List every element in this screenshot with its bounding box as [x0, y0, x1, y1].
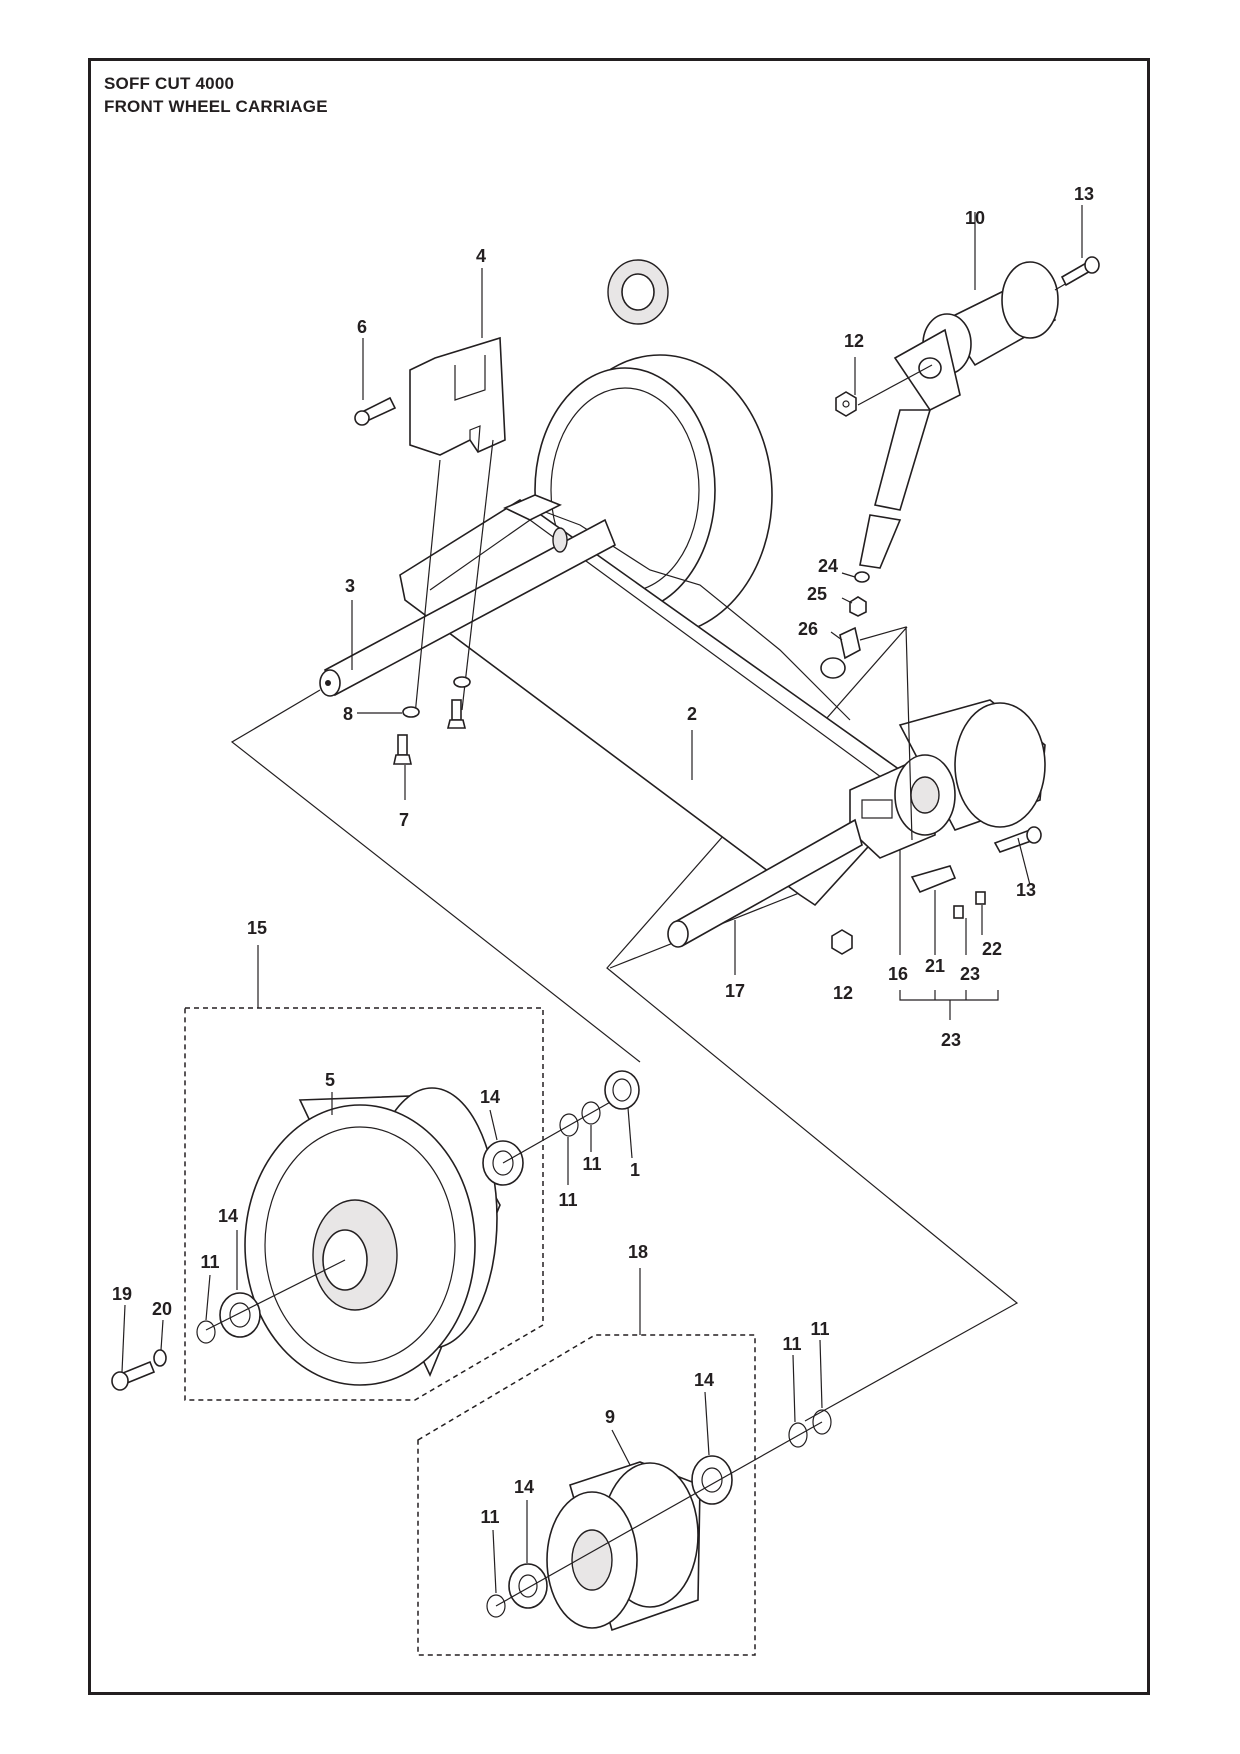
- leader-4-a: [414, 459, 441, 716]
- bearing-14-kit18-bottom: [508, 1563, 548, 1609]
- drawing-frame: [88, 58, 1150, 1695]
- callout-25: 25: [807, 584, 827, 604]
- axle-3: [319, 518, 617, 697]
- callout-26: 26: [798, 619, 818, 639]
- callout-23-group: 23: [941, 1030, 961, 1050]
- callout-2: 2: [687, 704, 697, 724]
- bracket-4: [409, 336, 506, 456]
- callout-10: 10: [965, 208, 985, 228]
- ring-11-kit18: [486, 1594, 506, 1618]
- callout-14-c: 14: [694, 1370, 714, 1390]
- actuator-10: [859, 261, 1059, 569]
- callout-17: 17: [725, 981, 745, 1001]
- ring-11-left: [196, 1320, 216, 1344]
- washer-8b: [453, 676, 471, 688]
- front-roller: [894, 699, 1046, 836]
- ring-11-a: [559, 1113, 579, 1137]
- kit-18-outline: [417, 1334, 756, 1656]
- callout-11-e: 11: [782, 1334, 801, 1354]
- axle-17: [667, 818, 863, 948]
- callout-3: 3: [345, 576, 355, 596]
- washer-8: [402, 706, 420, 718]
- callout-7: 7: [399, 810, 409, 830]
- callout-24: 24: [818, 556, 838, 576]
- bearing-14-left: [219, 1292, 261, 1338]
- callout-leaders: [121, 205, 1083, 1594]
- leader-4-b: [461, 439, 494, 711]
- nut-12-top: [835, 391, 857, 417]
- callout-11-a: 11: [558, 1190, 577, 1210]
- screw-7: [393, 734, 412, 765]
- rod-end-26: [820, 626, 861, 679]
- callout-11-c: 11: [200, 1252, 219, 1272]
- ring-11-right-a: [788, 1422, 808, 1448]
- callout-16: 16: [888, 964, 908, 984]
- screw-13-top: [1060, 256, 1100, 287]
- callout-14-d: 14: [514, 1477, 534, 1497]
- leader-26: [859, 626, 913, 841]
- screw-7b: [446, 699, 467, 729]
- callout-14-a: 14: [480, 1087, 500, 1107]
- assembly-title: FRONT WHEEL CARRIAGE: [104, 97, 328, 116]
- nut-12-bottom: [831, 929, 853, 955]
- callout-6: 6: [357, 317, 367, 337]
- callout-8: 8: [343, 704, 353, 724]
- callout-5: 5: [325, 1070, 335, 1090]
- callout-22: 22: [982, 939, 1002, 959]
- callout-13-top: 13: [1074, 184, 1094, 204]
- assembly-leader-left: [230, 689, 641, 1063]
- screw-6: [354, 396, 397, 426]
- callout-11-b: 11: [582, 1154, 601, 1174]
- shaft-line-kit15-right: [502, 1091, 629, 1164]
- callout-19: 19: [112, 1284, 132, 1304]
- leader-10: [857, 364, 933, 406]
- nut-25: [849, 596, 867, 617]
- callout-20: 20: [152, 1299, 172, 1319]
- screw-22: [975, 891, 986, 905]
- callout-11-f: 11: [810, 1319, 829, 1339]
- callout-13-right: 13: [1016, 880, 1036, 900]
- shaft-line-kit15: [205, 1259, 346, 1331]
- callout-18: 18: [628, 1242, 648, 1262]
- callout-9: 9: [605, 1407, 615, 1427]
- callout-12-top: 12: [844, 331, 864, 351]
- callout-15: 15: [247, 918, 267, 938]
- kit-15-outline: [184, 1007, 544, 1401]
- bracket-21: [910, 865, 957, 894]
- callout-4: 4: [476, 246, 486, 266]
- callout-21: 21: [925, 956, 945, 976]
- callout-12-bottom: 12: [833, 983, 853, 1003]
- callout-1: 1: [630, 1160, 640, 1180]
- callout-23-small: 23: [960, 964, 980, 984]
- callout-11-d: 11: [480, 1507, 499, 1527]
- roller-9: [546, 1461, 701, 1632]
- bearing-14-kit18-top: [691, 1455, 733, 1505]
- screw-13-right: [993, 826, 1042, 853]
- ring-11-b: [581, 1101, 601, 1125]
- ring-11-right-b: [812, 1409, 832, 1435]
- screw-19: [111, 1360, 156, 1391]
- washer-20: [153, 1349, 167, 1367]
- washer-24: [854, 571, 870, 583]
- callout-14-b: 14: [218, 1206, 238, 1226]
- spacer-1: [604, 1070, 640, 1110]
- wheel-5: [244, 1087, 501, 1386]
- shaft-line-kit18: [495, 1421, 823, 1607]
- model-title: SOFF CUT 4000: [104, 74, 235, 93]
- screw-23-part: [953, 905, 964, 919]
